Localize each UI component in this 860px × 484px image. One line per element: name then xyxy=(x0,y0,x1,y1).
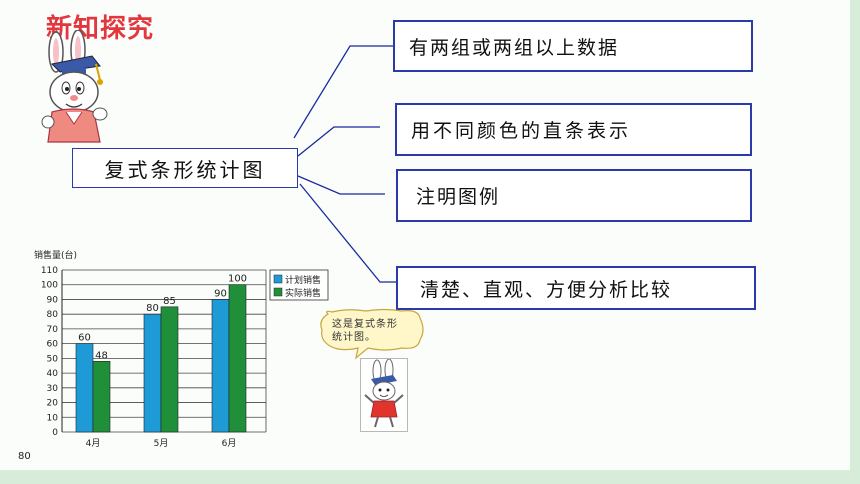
y-tick-label: 20 xyxy=(47,399,59,409)
x-tick-label: 5月 xyxy=(154,438,169,449)
speech-bubble-text: 这是复式条形 统计图。 xyxy=(332,318,416,344)
mindmap-branch-compare: 清楚、直观、方便分析比较 xyxy=(396,266,756,310)
speech-bubble-line2: 统计图。 xyxy=(332,332,376,343)
bar-value-label: 90 xyxy=(214,288,227,299)
bar xyxy=(211,299,230,433)
section-title: 新知探究 xyxy=(46,14,155,44)
bar-value-label: 48 xyxy=(95,350,108,361)
mindmap-center-box: 复式条形统计图 xyxy=(72,148,298,188)
speech-bubble-icon xyxy=(320,308,424,360)
legend-swatch xyxy=(273,287,283,297)
y-tick-label: 50 xyxy=(47,354,59,364)
bar-value-label: 100 xyxy=(228,274,247,285)
double-bar-chart: 销售量(台)010203040506070809010011060484月808… xyxy=(34,249,329,449)
y-tick-label: 60 xyxy=(47,340,59,350)
mascot-panel xyxy=(360,358,408,432)
legend-label: 实际销售 xyxy=(285,287,321,299)
y-tick-label: 100 xyxy=(41,281,58,291)
speech-bubble-line1: 这是复式条形 xyxy=(332,319,398,330)
x-tick-label: 6月 xyxy=(222,438,237,449)
bar-value-label: 60 xyxy=(78,333,91,344)
legend-label: 计划销售 xyxy=(285,274,321,286)
bar xyxy=(143,313,162,433)
y-tick-label: 90 xyxy=(47,295,59,305)
y-tick-label: 10 xyxy=(47,413,59,423)
page-number: 80 xyxy=(18,451,31,462)
mindmap-branch-multiple-data: 有两组或两组以上数据 xyxy=(393,20,753,72)
bar xyxy=(228,284,247,433)
y-axis-label: 销售量(台) xyxy=(34,249,77,261)
y-tick-label: 40 xyxy=(47,369,59,379)
y-tick-label: 0 xyxy=(52,428,58,438)
rabbit-teacher-icon xyxy=(41,30,108,143)
bar xyxy=(160,306,179,433)
bar xyxy=(75,343,94,433)
legend-swatch xyxy=(273,274,283,284)
mindmap-branch-legend: 注明图例 xyxy=(396,169,752,222)
y-tick-label: 70 xyxy=(47,325,59,335)
bar-value-label: 85 xyxy=(163,296,176,307)
bar-value-label: 80 xyxy=(146,303,159,314)
y-tick-label: 80 xyxy=(47,310,59,320)
x-tick-label: 4月 xyxy=(86,438,101,449)
bar xyxy=(92,361,111,433)
y-tick-label: 30 xyxy=(47,384,59,394)
y-tick-label: 110 xyxy=(41,266,58,276)
mindmap-branch-different-colors: 用不同颜色的直条表示 xyxy=(395,103,752,156)
rabbit-cheering-icon xyxy=(364,358,404,428)
